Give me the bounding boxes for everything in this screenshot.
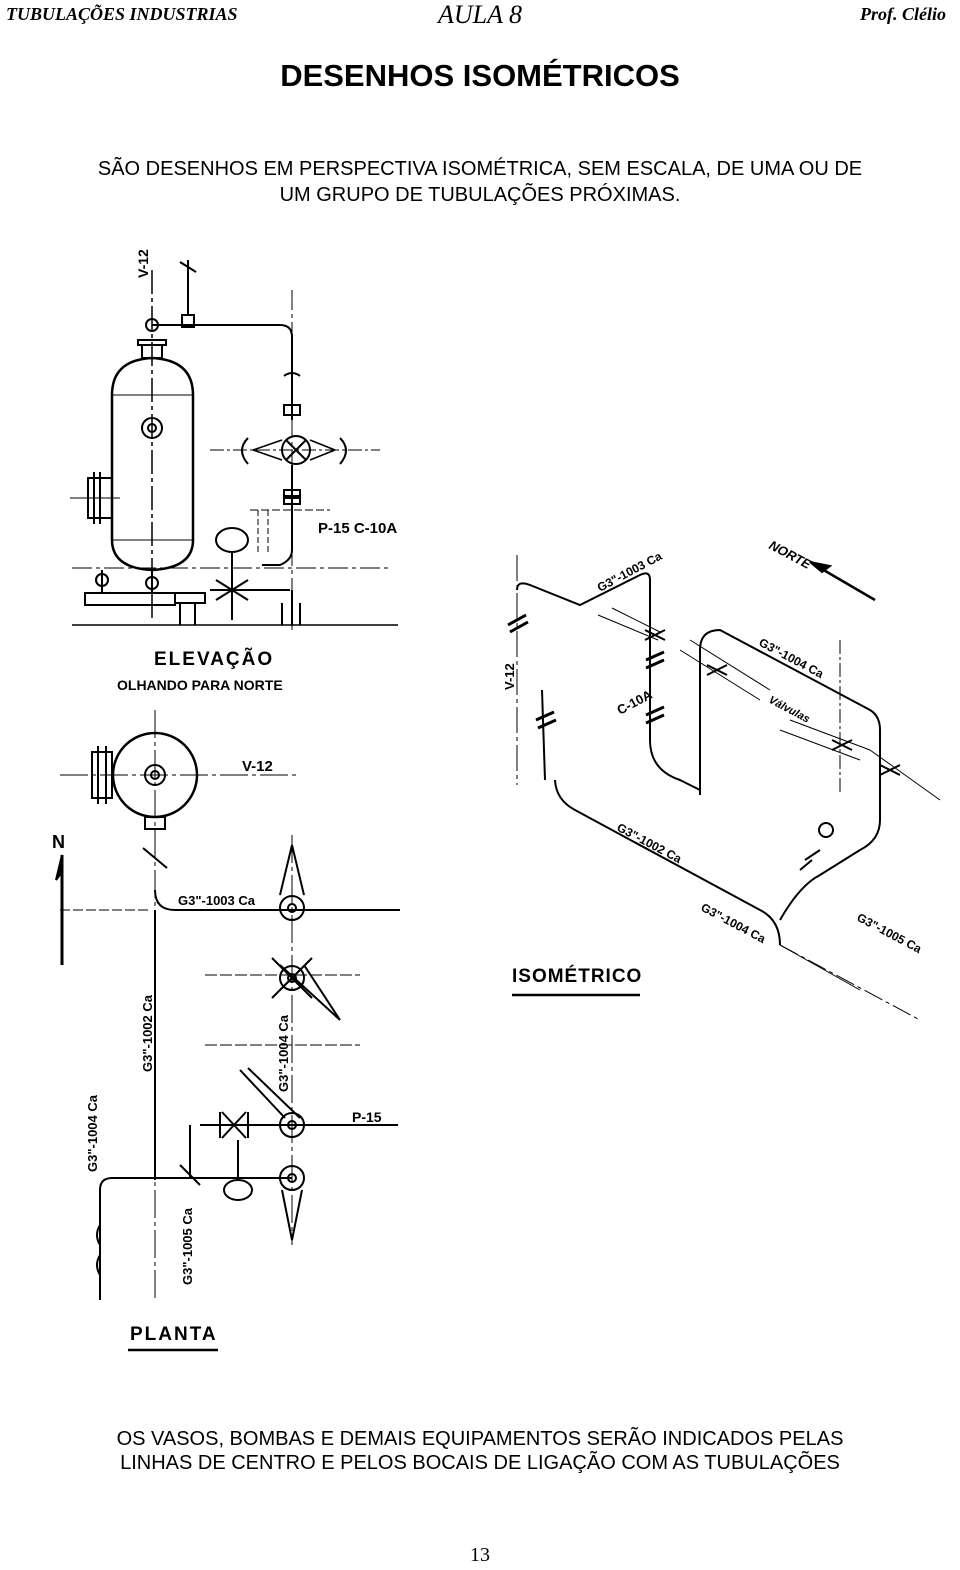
elevation-view — [70, 260, 398, 630]
plan-line-1004: G3"-1004 Ca — [276, 1014, 291, 1092]
plan-line-1005: G3"-1005 Ca — [180, 1207, 195, 1285]
elevation-title: ELEVAÇÃO — [154, 648, 274, 670]
iso-vessel-tag: V-12 — [502, 663, 517, 690]
header-lesson: AULA 8 — [437, 0, 523, 29]
header-course-title: TUBULAÇÕES INDUSTRIAS — [6, 4, 238, 24]
plan-title: PLANTA — [130, 1324, 218, 1345]
plan-view — [55, 710, 400, 1352]
intro-line-1: SÃO DESENHOS EM PERSPECTIVA ISOMÉTRICA, … — [97, 158, 863, 180]
iso-line-1002: G3"-1002 Ca — [615, 820, 685, 866]
iso-title: ISOMÉTRICO — [512, 965, 642, 987]
iso-valves-label: Válvulas — [767, 694, 812, 726]
plan-line-1003: G3"-1003 Ca — [178, 893, 256, 908]
elevation-vessel-tag: V-12 — [135, 249, 151, 278]
iso-line-1005: G3"-1005 Ca — [855, 910, 925, 956]
plan-north-label: N — [52, 832, 65, 852]
elevation-pump-tag: P-15 C-10A — [318, 520, 397, 537]
intro-paragraph: SÃO DESENHOS EM PERSPECTIVA ISOMÉTRICA, … — [0, 156, 960, 208]
header-professor: Prof. Clélio — [860, 4, 946, 24]
piping-drawing: V-12 P-15 C-10A ELEVAÇÃO OLHANDO PARA NO… — [52, 249, 941, 1352]
page-title: DESENHOS ISOMÉTRICOS — [280, 58, 680, 93]
iso-line-1004b: G3"-1004 Ca — [699, 900, 769, 946]
plan-pump-tag: P-15 — [352, 1109, 382, 1125]
plan-vessel-tag: V-12 — [242, 758, 273, 775]
elevation-subtitle: OLHANDO PARA NORTE — [117, 677, 283, 693]
footer-line-1: OS VASOS, BOMBAS E DEMAIS EQUIPAMENTOS S… — [116, 1428, 844, 1450]
isometric-view — [507, 555, 941, 1021]
iso-line-1003: G3"-1003 Ca — [595, 549, 665, 595]
intro-line-2: UM GRUPO DE TUBULAÇÕES PRÓXIMAS. — [279, 184, 681, 206]
page-number: 13 — [470, 1544, 490, 1566]
plan-line-1002: G3"-1002 Ca — [140, 994, 155, 1072]
plan-line-1004b: G3"-1004 Ca — [85, 1094, 100, 1172]
footer-note: OS VASOS, BOMBAS E DEMAIS EQUIPAMENTOS S… — [0, 1427, 960, 1475]
footer-line-2: LINHAS DE CENTRO E PELOS BOCAIS DE LIGAÇ… — [120, 1452, 840, 1474]
iso-north-label: NORTE — [767, 537, 814, 572]
iso-line-1004: G3"-1004 Ca — [757, 635, 827, 681]
